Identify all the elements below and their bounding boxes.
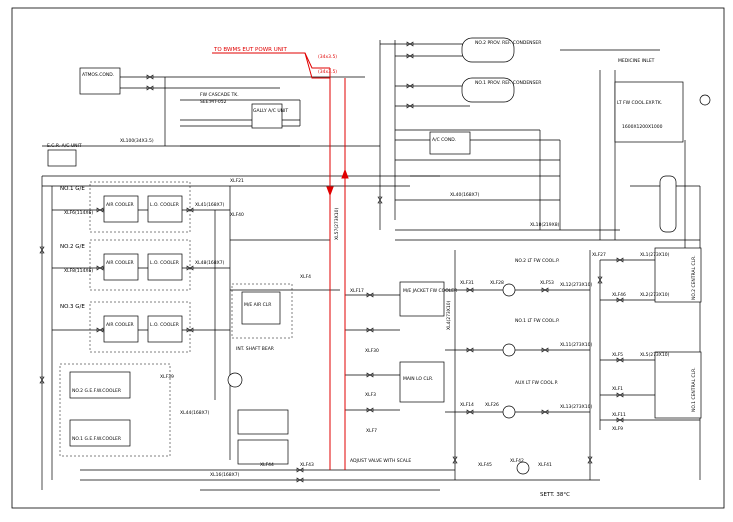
tag-xlf41: XLF41 [538, 462, 552, 468]
pipe-label-i: XL11(273X10) [560, 342, 592, 348]
pipe-label-q: XL100(34X3.5) [120, 138, 154, 144]
tag-xlf11: XLF11 [612, 412, 626, 418]
air-cooler-1: AIR COOLER [106, 202, 134, 208]
no2-ge-label: NO.2 G/E [60, 244, 85, 250]
no1-prov-ref-label: NO.1 PROV. REF. CONDENSER [475, 80, 541, 86]
me-jacket-fw-cooler-label: M/E JACKET FW COOLER [403, 288, 457, 294]
pipe-label-l: XL18(219X8) [530, 222, 560, 228]
bwms-annotation: TO BWMS EUT POWR UNIT [213, 47, 287, 53]
pipe-label-m: XL1(273X10) [640, 252, 670, 258]
tag-xlf5: XLF5 [612, 352, 623, 358]
medicine-inlet-label: MEDICINE INLET [618, 58, 655, 64]
component-boxes [47, 67, 702, 465]
ac-cond-label: A/C COND. [432, 137, 456, 143]
pipe-label-o: XL5(273X10) [640, 352, 670, 358]
aux-lt-fw-pump-label: AUX LT FW COOL.P. [515, 380, 558, 386]
bwms-pipe-a: (34x3.5) [318, 54, 337, 60]
no1-central-clr-label: NO.1 CENTRAL CLR. [691, 367, 697, 412]
atmos-cond-label: ATMOS.COND. [82, 72, 114, 78]
bwms-power-line [212, 52, 349, 470]
lo-cooler-2: L.O. COOLER [150, 260, 179, 266]
no2-prov-ref-label: NO.2 PROV. REF. CONDENSER [475, 40, 541, 46]
me-air-clr-label: M/E AIR CLR [244, 302, 271, 308]
fw-cascade-label: FW CASCADE TK. [200, 92, 239, 98]
fw-cascade-ref: SEE:MT-052 [200, 99, 227, 105]
tag-xlf30: XLF30 [365, 348, 379, 354]
pipe-label-f: XL44(168X7) [180, 410, 210, 416]
tag-xlf21: XLF21 [230, 178, 244, 184]
lt-fw-exp-tk-label: LT FW COOL.EXP.TK. [617, 100, 662, 106]
tag-xlf1: XLF1 [612, 386, 623, 392]
pipe-label-d: XL48(168X7) [195, 260, 225, 266]
tag-xlf42: XLF42 [510, 458, 524, 464]
tag-xlf7: XLF7 [366, 428, 377, 434]
lo-cooler-1: L.O. COOLER [150, 202, 179, 208]
pump-symbols [227, 94, 711, 475]
no1-lt-fw-pump-label: NO.1 LT FW COOL.P. [515, 318, 560, 324]
pipe-label-j: XL13(273X10) [560, 404, 592, 410]
pipe-network [41, 40, 701, 491]
pipe-label-a: XLF6(114X6) [64, 210, 93, 216]
lt-fw-exp-tk-size: 1600X1200X1000 [622, 124, 663, 130]
pipe-label-b: XLF8(114X6) [64, 268, 93, 274]
tag-xlf43: XLF43 [300, 462, 314, 468]
lo-cooler-3: L.O. COOLER [150, 322, 179, 328]
pipe-label-p: XL40(168X7) [450, 192, 480, 198]
air-cooler-2: AIR COOLER [106, 260, 134, 266]
tag-xlf9: XLF9 [612, 426, 623, 432]
main-lo-clr-label: MAIN LO CLR. [403, 376, 433, 382]
bwms-pipe-b: (34x3.5) [318, 69, 337, 75]
no3-ge-label: NO.3 G/E [60, 304, 85, 310]
tag-xlf44: XLF44 [260, 462, 274, 468]
tag-xlf4: XLF4 [300, 274, 311, 280]
tag-xlf39: XLF39 [160, 374, 174, 380]
int-shaft-bear-label: INT. SHAFT BEAR [236, 346, 274, 352]
pipe-label-h: XL4(273X10) [446, 300, 452, 330]
no2-lt-fw-pump-label: NO.2 LT FW COOL.P. [515, 258, 560, 264]
no1-ge-label: NO.1 G/E [60, 186, 85, 192]
sett-temp-label: SETT. 38°C [540, 492, 570, 498]
tag-xlf26: XLF26 [485, 402, 499, 408]
tag-xlf3: XLF3 [365, 392, 376, 398]
tag-xlf28: XLF28 [490, 280, 504, 286]
condenser-tanks [461, 37, 677, 233]
tag-xlf31: XLF31 [460, 280, 474, 286]
air-cooler-3: AIR COOLER [106, 322, 134, 328]
adjust-valve-annotation: ADJUST VALVE WITH SCALE [350, 458, 411, 464]
drawing-frame [11, 7, 725, 509]
tag-xlf45: XLF45 [478, 462, 492, 468]
galley-ac-label: GALLY A/C UNIT [253, 108, 288, 114]
pipe-label-e: XL57(273X10) [334, 208, 340, 240]
pipe-label-c: XL41(168X7) [195, 202, 225, 208]
tag-xlf27: XLF27 [592, 252, 606, 258]
skid-outlines [59, 181, 293, 457]
pipe-label-k: XL12(273X10) [560, 282, 592, 288]
no2-gefw-cooler-label: NO.2 G.E.F.W.COOLER [72, 388, 121, 394]
no2-central-clr-label: NO.2 CENTRAL CLR. [691, 255, 697, 300]
ecr-ac-label: E.C.R. A/C UNIT [47, 143, 82, 149]
tag-xlf14: XLF14 [460, 402, 474, 408]
tag-xlf53: XLF53 [540, 280, 554, 286]
tag-xlf17: XLF17 [350, 288, 364, 294]
tag-xlf46: XLF46 [612, 292, 626, 298]
tag-xlf40: XLF40 [230, 212, 244, 218]
no1-gefw-cooler-label: NO.1 G.E.F.W.COOLER [72, 436, 121, 442]
pipe-label-n: XL2(273X10) [640, 292, 670, 298]
pipe-label-g: XL16(168X7) [210, 472, 240, 478]
